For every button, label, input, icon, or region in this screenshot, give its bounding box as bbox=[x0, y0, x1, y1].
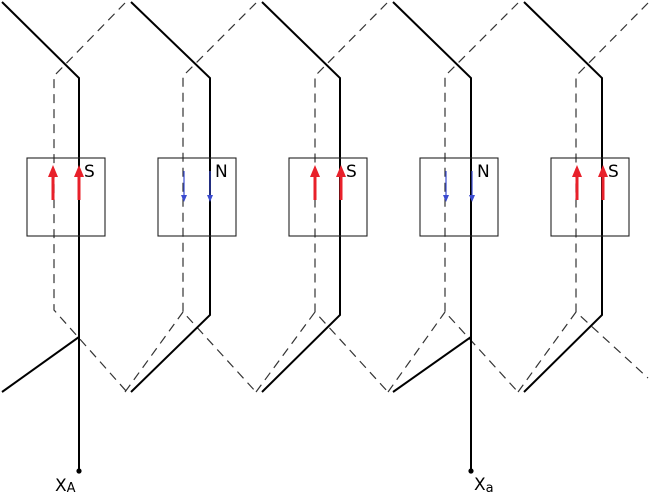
current-arrow-up bbox=[48, 165, 58, 200]
dashed-coil-3 bbox=[314, 2, 389, 393]
pole-5: S bbox=[550, 157, 630, 237]
pole-box bbox=[157, 157, 237, 237]
pole-1: S bbox=[26, 157, 106, 237]
dashed-coil-4 bbox=[444, 2, 519, 393]
dashed-winding bbox=[53, 2, 649, 393]
solid-coil-3 bbox=[261, 1, 341, 393]
dashed-coil-1 bbox=[53, 2, 128, 393]
pole-label: N bbox=[477, 162, 490, 182]
dashed-coil-2 bbox=[182, 2, 257, 393]
pole-label: S bbox=[608, 162, 619, 182]
pole-box bbox=[288, 157, 368, 237]
pole-4: N bbox=[419, 157, 499, 237]
solid-coil-1 bbox=[1, 1, 80, 393]
current-arrow-up bbox=[598, 165, 608, 200]
pole-label: N bbox=[215, 162, 228, 182]
terminal-dot-a[interactable] bbox=[76, 468, 82, 474]
terminal-label-a-sub: A bbox=[67, 481, 76, 496]
pole-2: N bbox=[157, 157, 237, 237]
terminal-label-a-main: X bbox=[55, 476, 67, 496]
current-arrow-down bbox=[207, 171, 213, 202]
pole-box bbox=[26, 157, 106, 237]
current-arrow-up bbox=[310, 165, 320, 200]
terminal-label-b-main: X bbox=[474, 475, 486, 495]
dashed-link-1 bbox=[124, 311, 184, 393]
current-arrow-up bbox=[572, 165, 582, 200]
pole-label: S bbox=[346, 162, 357, 182]
terminal-label-b-sub: a bbox=[486, 481, 494, 496]
solid-coil-4 bbox=[392, 1, 472, 393]
solid-coil-5 bbox=[523, 1, 603, 393]
current-arrow-up bbox=[74, 165, 84, 200]
edge-spacer bbox=[602, 0, 656, 78]
current-arrow-down bbox=[181, 171, 187, 202]
pole-box bbox=[419, 157, 499, 237]
pole-3: S bbox=[288, 157, 368, 237]
pole-label: S bbox=[84, 162, 95, 182]
current-arrow-up bbox=[336, 165, 346, 200]
current-arrow-down bbox=[443, 171, 449, 202]
terminal-label-b: Xa bbox=[474, 475, 494, 496]
dashed-coil-5 bbox=[575, 2, 649, 379]
solid-winding bbox=[1, 0, 656, 470]
pole-box bbox=[550, 157, 630, 237]
current-arrow-down bbox=[469, 171, 475, 202]
terminal-dot-b[interactable] bbox=[468, 468, 474, 474]
dashed-link-4 bbox=[517, 311, 577, 393]
dashed-link-3 bbox=[387, 311, 446, 393]
terminal-label-a: XA bbox=[55, 476, 76, 496]
dashed-link-2 bbox=[255, 311, 316, 393]
